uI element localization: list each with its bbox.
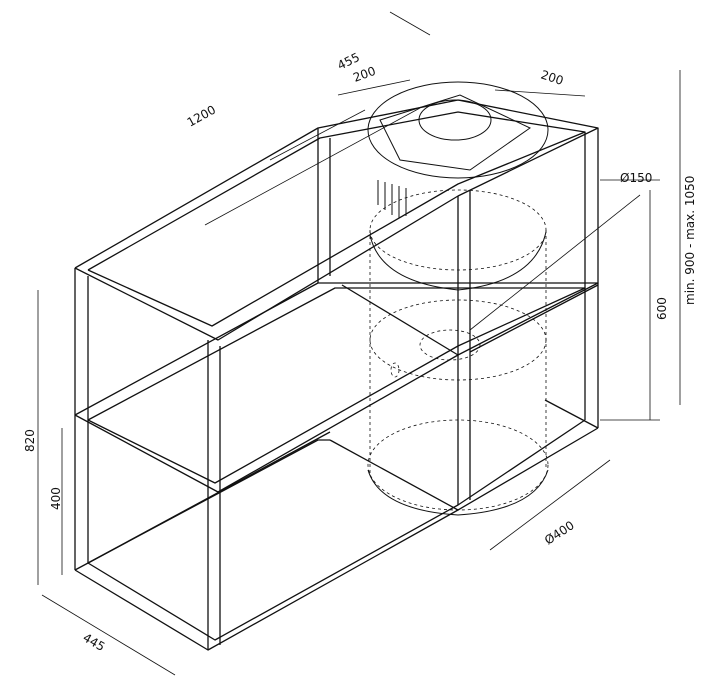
label-duct: Ø150 (620, 171, 652, 185)
cabinet-frame (74, 99, 599, 651)
label-inner-left: 200 (351, 64, 377, 85)
label-height-range: min. 900 - max. 1050 (683, 176, 697, 305)
label-cylinder: Ø400 (542, 518, 577, 547)
label-length: 1200 (185, 103, 219, 130)
label-inner-right: 200 (539, 68, 565, 88)
dimension-lines (37, 11, 681, 676)
label-total-height: 820 (23, 429, 37, 452)
cylinder-duct (367, 189, 549, 516)
label-depth-bottom: 445 (81, 630, 108, 654)
fan-unit (367, 81, 549, 218)
label-inner-height: 600 (655, 297, 669, 320)
label-lower-height: 400 (49, 487, 63, 510)
